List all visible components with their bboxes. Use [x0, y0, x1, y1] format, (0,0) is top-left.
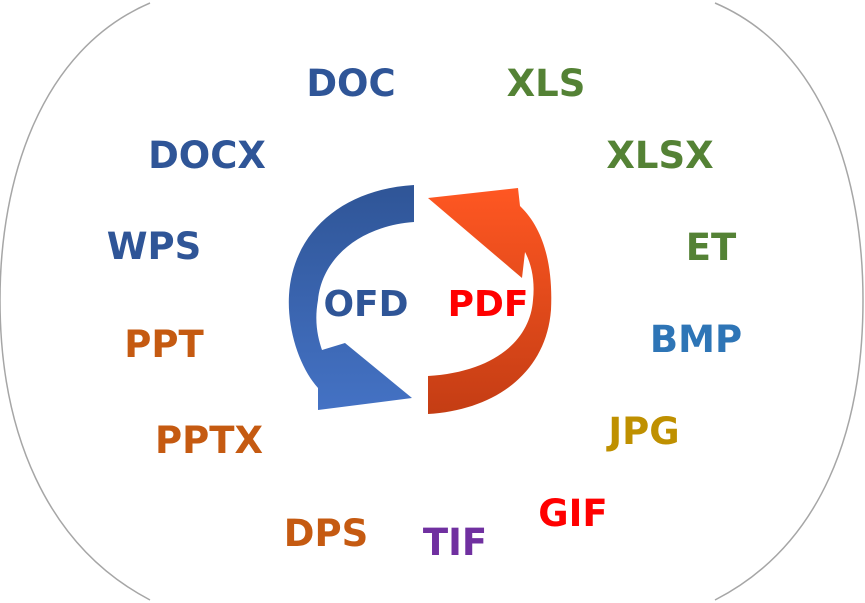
- format-et: ET: [686, 226, 737, 269]
- format-dps: DPS: [284, 512, 368, 555]
- format-bmp: BMP: [650, 318, 742, 361]
- pdf-arrow: [428, 188, 552, 414]
- format-xls: XLS: [507, 62, 586, 105]
- format-ppt: PPT: [124, 323, 204, 366]
- ofd-label: OFD: [323, 284, 408, 325]
- format-gif: GIF: [538, 492, 607, 535]
- pdf-label: PDF: [448, 284, 529, 325]
- format-doc: DOC: [306, 62, 395, 105]
- format-xlsx: XLSX: [606, 134, 713, 177]
- format-wps: WPS: [107, 225, 202, 268]
- format-pptx: PPTX: [155, 419, 263, 462]
- format-docx: DOCX: [148, 134, 266, 177]
- format-jpg: JPG: [605, 410, 679, 453]
- format-tif: TIF: [423, 521, 487, 564]
- right-boundary-curve: [714, 2, 864, 601]
- left-boundary-curve: [0, 2, 151, 601]
- ofd-arrow: [288, 185, 414, 410]
